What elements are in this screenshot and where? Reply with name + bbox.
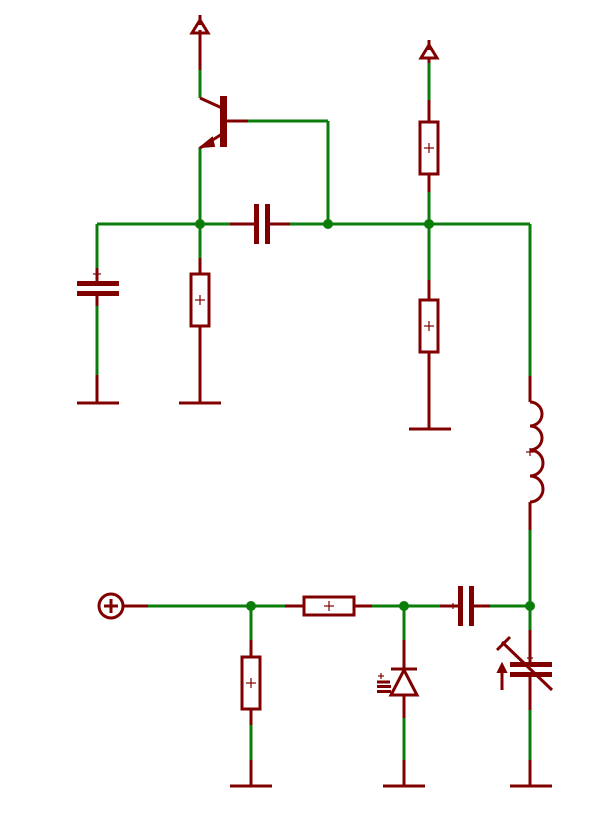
junctions <box>195 219 535 611</box>
wires <box>95 63 532 760</box>
resistor-icon <box>418 100 440 192</box>
inductor-icon <box>526 376 545 530</box>
ground-icon <box>383 760 425 788</box>
resistor-icon <box>240 640 262 725</box>
ground-icon <box>179 345 221 405</box>
junction-dot <box>323 219 333 229</box>
junction-dot <box>525 601 535 611</box>
ground-icon <box>77 375 119 405</box>
capacitor-icon <box>440 586 490 626</box>
power-supply-icon <box>418 40 440 63</box>
junction-dot <box>424 219 434 229</box>
input-terminal-icon <box>97 592 148 620</box>
resistor-icon <box>418 280 440 372</box>
ground-icon <box>510 760 552 788</box>
junction-dot <box>195 219 205 229</box>
ground-icon <box>230 760 272 788</box>
resistor-icon <box>285 595 372 617</box>
ground-icon <box>409 372 451 431</box>
capacitor-icon <box>77 268 119 306</box>
varactor-diode-icon <box>377 640 420 718</box>
junction-dot <box>246 601 256 611</box>
resistor-icon <box>189 258 211 345</box>
junction-dot <box>399 601 409 611</box>
capacitor-icon <box>230 204 290 244</box>
power-supply-icon <box>189 15 211 70</box>
transistor-icon <box>197 96 248 150</box>
variable-capacitor-icon <box>495 630 554 710</box>
